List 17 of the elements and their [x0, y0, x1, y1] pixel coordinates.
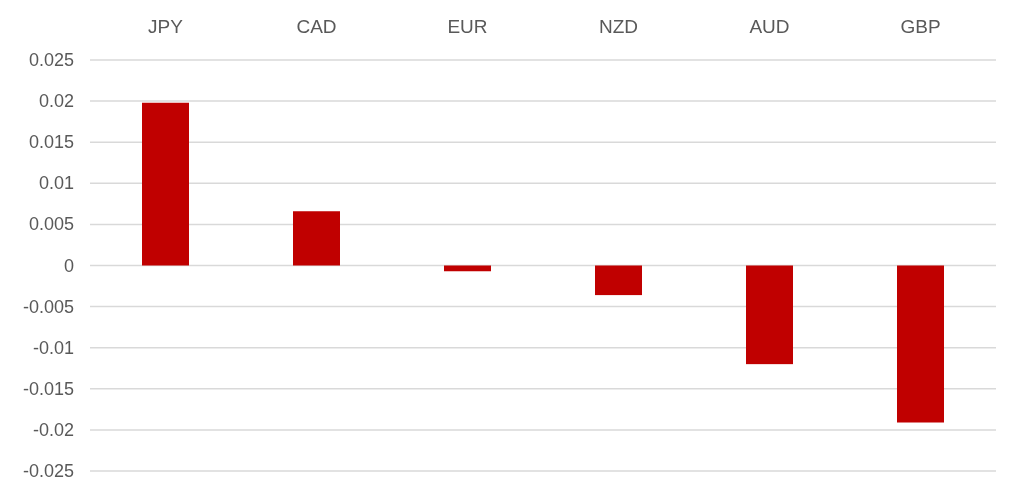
category-label: EUR [447, 17, 488, 36]
y-tick-label: -0.025 [22, 462, 74, 480]
y-tick-label: 0.005 [28, 215, 74, 234]
y-tick-label: 0 [64, 256, 74, 275]
y-tick-label: -0.005 [22, 297, 74, 316]
y-tick-label: 0.02 [38, 92, 74, 111]
y-tick-label: -0.015 [22, 379, 74, 398]
y-tick-label: -0.01 [32, 338, 74, 357]
y-tick-label: 0.01 [38, 174, 74, 193]
category-label: AUD [749, 17, 790, 36]
category-label: JPY [148, 17, 183, 36]
y-tick-label: 0.025 [28, 51, 74, 69]
category-label: NZD [598, 17, 639, 36]
y-tick-label: -0.02 [32, 420, 74, 439]
y-tick-label: 0.015 [28, 133, 74, 152]
category-label: GBP [900, 17, 941, 36]
category-label: CAD [296, 17, 337, 36]
